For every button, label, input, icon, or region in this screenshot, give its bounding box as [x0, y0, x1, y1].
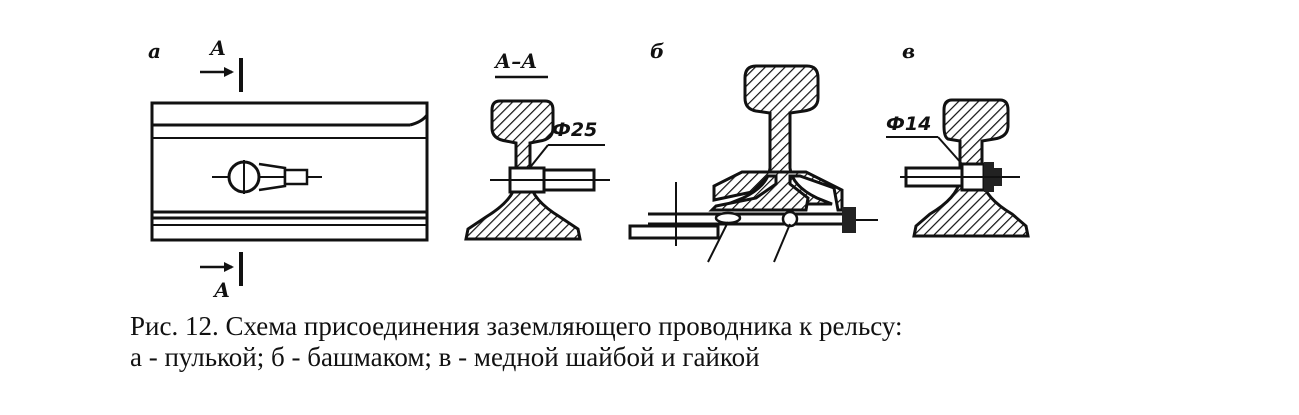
view-v-label: в: [902, 39, 915, 63]
rail-head-bevel: [409, 114, 429, 127]
figure-caption-line-2: а - пулькой; б - башмаком; в - медной ша…: [130, 342, 760, 372]
grounding-conductor-strip: [628, 224, 720, 240]
shoe-nut: [842, 207, 856, 233]
view-b-shoe-connection: б: [628, 39, 878, 263]
shoe-leader-2: [773, 223, 791, 263]
rail-side-outline: [150, 101, 429, 242]
diameter-14-label: Ф14: [886, 113, 931, 135]
diameter-25-label: Ф25: [552, 119, 597, 141]
shoe-bolt-head: [714, 211, 742, 225]
view-v-washer-connection: в Ф14: [886, 39, 1030, 238]
section-a-a-view: А–А Ф25: [464, 49, 610, 241]
diameter-14-leader: [937, 136, 963, 165]
section-mark-bottom: А: [212, 278, 230, 300]
grounding-shoe: [708, 170, 844, 212]
section-arrow-bottom-head: [224, 262, 234, 272]
conductor-end: [283, 168, 309, 186]
shoe-rivet: [781, 210, 799, 228]
diameter-25-leader: [527, 144, 549, 171]
rail-cross-section-b: [727, 64, 833, 206]
shoe-leader-1: [707, 221, 729, 263]
section-arrow-top-head: [224, 67, 234, 77]
section-title: А–А: [493, 49, 538, 73]
view-a-side-view: а А А: [148, 36, 429, 300]
rail-grounding-figure: а А А А–А Ф25 б: [148, 36, 1030, 300]
figure-caption-line-1: Рис. 12. Схема присоединения заземляющег…: [130, 311, 903, 341]
view-a-label: а: [148, 39, 161, 63]
section-mark-top: А: [208, 36, 226, 60]
view-b-label: б: [650, 39, 664, 63]
